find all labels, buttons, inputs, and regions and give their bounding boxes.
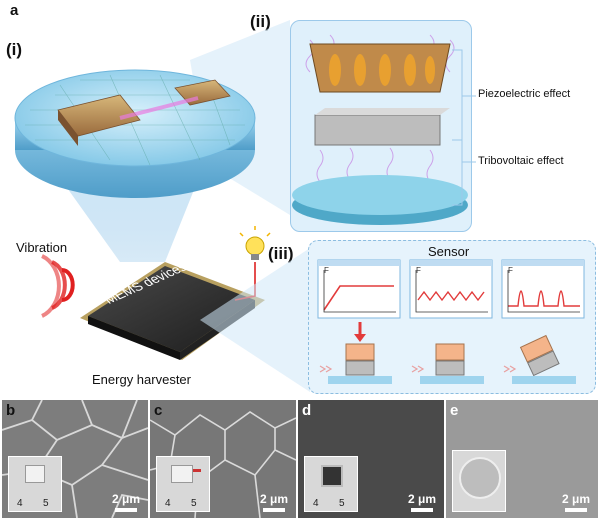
panel-label-c: c: [154, 402, 163, 419]
axis-f-3: F: [508, 266, 513, 275]
panel-label-e: e: [450, 402, 459, 419]
signal-window-1: [317, 259, 401, 319]
mems-chip: [88, 266, 255, 352]
panel-label-d: d: [302, 402, 312, 419]
vibration-label: Vibration: [16, 240, 68, 255]
scale-bar-c: 2 μm: [260, 492, 288, 512]
sensor-stack-tilt: [503, 334, 576, 384]
signal-window-2: [409, 259, 493, 319]
piezo-block-large: [57, 94, 141, 137]
inset-photo-b: 4 5: [8, 456, 62, 512]
sensor-connector: [200, 248, 310, 392]
sem-panel-b: 4 5 2 μm: [2, 400, 148, 518]
sem-panel-e: 2 μm: [446, 400, 598, 518]
panel-ii-illustration: [292, 34, 476, 225]
panel-label-a: a: [10, 2, 19, 19]
sensor-stack-press: [319, 322, 392, 384]
axis-f-1: F: [324, 266, 329, 275]
panel-label-iii: (iii): [268, 244, 294, 263]
sensor-illustration: [317, 259, 585, 384]
axis-f-2: F: [416, 266, 421, 275]
tribo-effect-label: Tribovoltaic effect: [478, 155, 564, 167]
middle-layer: [314, 114, 441, 146]
energy-glow: [119, 96, 199, 120]
sensor-stack-vibrate: [411, 343, 484, 384]
chip-edge: [88, 316, 180, 360]
signal-window-3: [501, 259, 585, 319]
sem-panel-d: 4 5 2 μm: [298, 400, 444, 518]
energy-harvester-label: Energy harvester: [92, 372, 191, 387]
vibration-waves: [41, 254, 75, 318]
scale-bar-e: 2 μm: [562, 492, 590, 512]
light-bulb-icon: [239, 226, 271, 260]
panel-label-ii: (ii): [250, 12, 271, 31]
scale-bar-b: 2 μm: [112, 492, 140, 512]
scale-bar-d: 2 μm: [408, 492, 436, 512]
panel-label-i: (i): [6, 40, 23, 59]
sem-panel-c: 4 5 2 μm: [150, 400, 296, 518]
sensor-title: Sensor: [428, 244, 470, 259]
schematic-illustration: [14, 20, 310, 392]
piezo-effect-label: Piezoelectric effect: [478, 88, 571, 100]
inset-photo-d: 4 5: [304, 456, 358, 512]
piezo-block-large-side: [58, 110, 78, 146]
panel-label-b: b: [6, 402, 16, 419]
inset-photo-c: 4 5: [156, 456, 210, 512]
inset-photo-e: [452, 450, 506, 512]
